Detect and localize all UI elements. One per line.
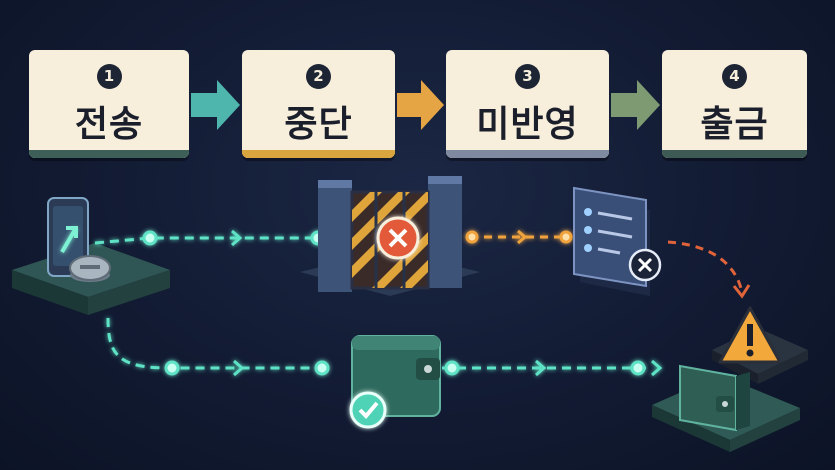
wallet-check-icon [349,335,441,429]
flow-path-ledger-to-warning [667,240,751,299]
step-number-4: 4 [722,64,747,89]
ledger-rejected-icon [573,186,662,296]
flow-path-alternate [106,317,663,377]
step-number-3: 3 [515,64,540,89]
step-label-stop: 중단 [284,104,353,145]
wallet-icon [652,364,800,452]
arrow-3-to-4 [611,80,660,130]
step-label-withdraw: 출금 [700,104,769,145]
step-label-unreflected: 미반영 [476,104,579,145]
step-card-withdraw: 4 출금 [662,50,807,158]
warning-icon [712,306,808,384]
flow-path-send-to-gate [94,229,326,247]
step-number-2: 2 [306,64,331,89]
step-number-1: 1 [96,64,122,89]
step-label-send: 전송 [74,104,144,145]
step-card-send: 1 전송 [29,50,189,158]
x-mark-icon [376,216,420,260]
coin-icon [69,255,111,282]
flow-path-gate-to-ledger [465,229,573,245]
arrow-2-to-3 [397,80,444,130]
step-card-unreflected: 3 미반영 [446,50,609,158]
step-card-stop: 2 중단 [242,50,395,158]
arrow-1-to-2 [191,80,240,130]
